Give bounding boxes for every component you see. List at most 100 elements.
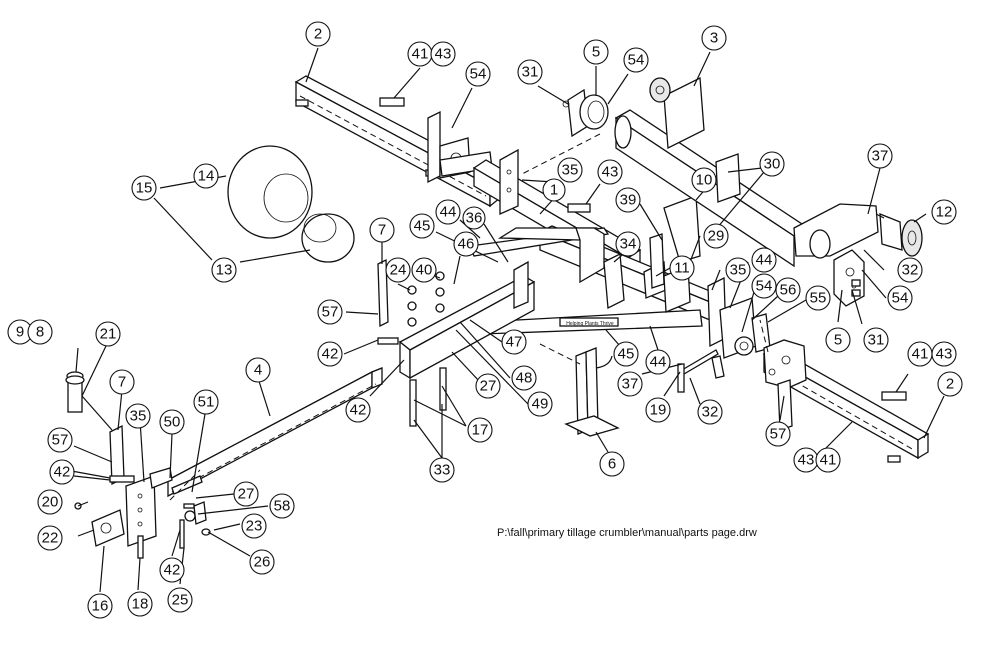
callout-label: 16: [92, 598, 109, 615]
callout: 7: [369, 217, 395, 243]
callout-label: 11: [674, 260, 690, 277]
callout-label: 5: [834, 332, 842, 349]
callout: 9: [7, 319, 33, 345]
callout-label: 43: [798, 452, 815, 469]
callout: 35: [725, 257, 751, 283]
callout: 44: [645, 349, 671, 375]
callout-label: 44: [650, 354, 667, 371]
callout-label: 57: [322, 304, 339, 321]
callout-label: 54: [756, 278, 773, 295]
callouts: 2 41 43 54 31 5 54 3 15 14 13 35 1 43 30…: [7, 21, 963, 619]
callout: 10: [691, 167, 717, 193]
callout-label: 17: [472, 422, 489, 439]
callout: 27: [475, 373, 501, 399]
callout: 5: [583, 39, 609, 65]
callout: 33: [429, 457, 455, 483]
callout: 31: [517, 59, 543, 85]
callout-label: 7: [118, 374, 126, 391]
callout: 15: [131, 175, 157, 201]
callout: 5: [825, 327, 851, 353]
callout-label: 12: [936, 204, 953, 221]
callout-label: 3: [710, 30, 718, 47]
callout-label: 34: [620, 236, 637, 253]
callout-label: 31: [868, 332, 885, 349]
callout-label: 48: [516, 370, 533, 387]
callout-label: 32: [702, 404, 719, 421]
callout-label: 13: [216, 262, 233, 279]
callout: 44: [435, 199, 461, 225]
callout-label: 42: [54, 464, 71, 481]
callout-label: 10: [696, 172, 713, 189]
callout-label: 14: [198, 168, 215, 185]
callout: 54: [887, 285, 913, 311]
callout: 43: [597, 159, 623, 185]
callout: 14: [193, 163, 219, 189]
callout: 39: [615, 187, 641, 213]
callout-label: 24: [390, 262, 407, 279]
callout-label: 37: [872, 148, 889, 165]
callout: 27: [233, 481, 259, 507]
callout-label: 2: [314, 26, 322, 43]
callout-label: 29: [708, 228, 725, 245]
callout: 37: [617, 371, 643, 397]
callout: 22: [37, 525, 63, 551]
callout-label: 31: [522, 64, 539, 81]
callout: 54: [465, 61, 491, 87]
callout: 4: [245, 357, 271, 383]
callout: 51: [193, 389, 219, 415]
callout: 18: [127, 591, 153, 617]
callout: 24: [385, 257, 411, 283]
callout-label: 30: [764, 156, 781, 173]
callout: 2: [305, 21, 331, 47]
callout-label: 47: [506, 334, 523, 351]
callout: 42: [49, 459, 75, 485]
callout: 58: [269, 493, 295, 519]
callout-label: 39: [620, 192, 637, 209]
file-path-label: P:\fall\primary tillage crumbler\manual\…: [497, 527, 757, 539]
callout-label: 41: [820, 452, 837, 469]
callout-label: 44: [440, 204, 457, 221]
callout: 6: [599, 451, 625, 477]
callout: 42: [159, 557, 185, 583]
callout: 23: [241, 513, 267, 539]
callout: 16: [87, 593, 113, 619]
callout-label: 8: [36, 324, 44, 341]
callout: 29: [703, 223, 729, 249]
callout: 48: [511, 365, 537, 391]
callout: 34: [615, 231, 641, 257]
callout: 45: [409, 213, 435, 239]
leader-lines: [65, 47, 945, 593]
callout-label: 33: [434, 462, 451, 479]
callout-label: 2: [946, 376, 954, 393]
callout-label: 43: [936, 346, 953, 363]
callout: 41: [907, 341, 933, 367]
callout-label: 42: [164, 562, 181, 579]
callout: 54: [623, 47, 649, 73]
callout-label: 15: [136, 180, 153, 197]
callout: 50: [159, 409, 185, 435]
callout-label: 27: [480, 378, 497, 395]
callout-label: 54: [470, 66, 487, 83]
callout-label: 51: [198, 394, 215, 411]
callout: 12: [931, 199, 957, 225]
callout-label: 42: [350, 402, 367, 419]
callout-label: 49: [532, 396, 549, 413]
callout: 41: [407, 41, 433, 67]
callout-label: 5: [592, 44, 600, 61]
callout: 8: [27, 319, 53, 345]
callout: 56: [775, 277, 801, 303]
callout-label: 58: [274, 498, 291, 515]
callout: 43: [931, 341, 957, 367]
callout: 55: [805, 285, 831, 311]
callout-label: 27: [238, 486, 255, 503]
callout-label: 50: [164, 414, 181, 431]
callout-label: 57: [770, 426, 787, 443]
callout: 44: [751, 247, 777, 273]
callout: 2: [937, 371, 963, 397]
callout-label: 32: [902, 262, 919, 279]
frame-assembly: Helping Plants Thrive: [65, 75, 930, 559]
callout: 31: [863, 327, 889, 353]
callout-label: 56: [780, 282, 797, 299]
callout: 25: [167, 587, 193, 613]
callout: 3: [701, 25, 727, 51]
